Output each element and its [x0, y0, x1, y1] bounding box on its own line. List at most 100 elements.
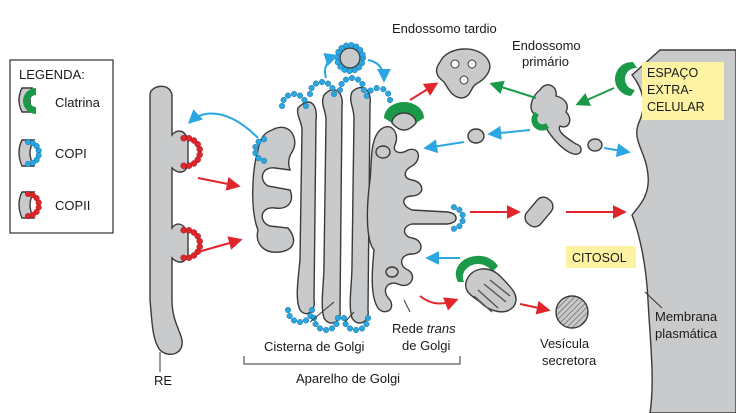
coat-protein-dot	[367, 87, 374, 94]
tgn-vesicle-small	[375, 145, 391, 159]
arrow-endocytosis	[575, 87, 615, 106]
coat-protein-dot	[359, 325, 366, 332]
arrow-to-secretory-vesicle	[519, 300, 551, 315]
coat-protein-dot	[380, 86, 387, 93]
coat-protein-dot	[337, 86, 344, 93]
arrow-er-to-golgi-1	[197, 176, 241, 191]
arrow-er-to-golgi-2	[197, 236, 243, 253]
coat-protein-dot	[323, 327, 330, 334]
recycling-vesicle-2	[587, 138, 603, 152]
coat-protein-dot	[341, 66, 348, 73]
golgi-cisterna-3	[321, 89, 343, 324]
legend-clathrin-label: Clatrina	[55, 95, 101, 110]
coat-protein-dot	[301, 96, 308, 103]
coat-protein-dot	[303, 317, 310, 324]
coat-protein-dot	[185, 254, 193, 261]
coat-protein-dot	[297, 319, 304, 326]
secretory-vesicle	[555, 295, 589, 329]
arrow-recycling-to-membrane	[603, 143, 631, 158]
copii-coat-icon	[18, 190, 42, 219]
cytosol-label: CITOSOL	[572, 251, 627, 265]
golgi-cisterna-2	[296, 101, 317, 315]
early-endosome	[530, 84, 582, 155]
coat-protein-dot	[280, 96, 287, 103]
coat-protein-dot	[450, 225, 457, 232]
coat-protein-dot	[456, 206, 463, 213]
legend-copi-label: COPI	[55, 146, 87, 161]
golgi-bracket	[243, 356, 461, 365]
arrow-endosome-recycling	[487, 125, 531, 140]
recycling-vesicle	[467, 128, 485, 144]
coat-protein-dot	[261, 136, 268, 143]
coat-protein-dot	[196, 146, 203, 153]
secretory-vesicle-label-1: Vesícula	[540, 336, 590, 351]
coat-protein-dot	[196, 238, 203, 245]
membrane-leader-line	[644, 291, 663, 309]
arrow-recycling-to-tgn	[423, 139, 465, 154]
coat-protein-dot	[343, 76, 350, 83]
coat-protein-dot	[261, 157, 268, 164]
arrow-copi-down	[367, 59, 391, 83]
golgi-apparatus-label: Aparelho de Golgi	[296, 371, 400, 386]
arrow-copi-retrograde-er	[187, 109, 259, 139]
coat-protein-dot	[387, 96, 394, 103]
cisterna-leader-1	[309, 301, 335, 323]
coat-protein-dot	[285, 92, 292, 99]
early-endosome-label-1: Endossomo	[512, 38, 581, 53]
coat-protein-dot	[347, 325, 354, 332]
coat-protein-dot	[180, 254, 187, 261]
coat-protein-dot	[361, 86, 368, 93]
late-endosome	[435, 48, 491, 99]
coat-protein-dot	[331, 90, 338, 97]
coat-protein-dot	[194, 156, 201, 163]
arrow-tgn-to-late-endosome	[409, 82, 439, 101]
coat-protein-dot	[308, 84, 315, 91]
tgn-clathrin-vesicle-top	[391, 112, 417, 131]
tgn-clathrin-bud-lower	[455, 255, 498, 282]
extracellular-label-2: EXTRA-	[647, 83, 693, 97]
coat-protein-dot	[180, 162, 187, 170]
coat-protein-dot	[356, 64, 363, 71]
coat-protein-dot	[313, 80, 320, 87]
coat-protein-dot	[359, 80, 366, 87]
coat-protein-dot	[329, 325, 336, 332]
coat-protein-dot	[252, 149, 259, 156]
tgn-vesicle-small-2	[385, 266, 399, 278]
tgn-label-line1: Rede trans	[392, 321, 456, 336]
coat-protein-dot	[355, 76, 362, 83]
transport-arrows	[187, 52, 631, 315]
coat-protein-dot	[255, 138, 262, 145]
coat-protein-dot	[456, 223, 463, 230]
copi-vesicle	[339, 47, 361, 69]
coat-protein-dot	[291, 90, 298, 97]
coat-protein-dot	[459, 217, 466, 224]
coat-protein-dot	[385, 90, 392, 97]
cisterna-leader-2	[344, 311, 355, 323]
tgn-leader-line	[403, 299, 411, 313]
extracellular-label-3: CELULAR	[647, 100, 705, 114]
er-label: RE	[154, 373, 172, 388]
copi-coat-icon	[18, 138, 42, 167]
coat-protein-dot	[459, 211, 466, 218]
coat-protein-dot	[180, 134, 187, 142]
coat-protein-dot	[329, 84, 336, 91]
coat-protein-dot	[337, 63, 344, 70]
early-endosome-label-2: primário	[522, 54, 569, 69]
coat-protein-dot	[252, 143, 259, 150]
tgn-label-line2: de Golgi	[402, 338, 451, 353]
coat-protein-dot	[363, 92, 370, 99]
legend: LEGENDA: Clatrina COPI COPII	[9, 59, 114, 234]
coat-protein-dot	[307, 90, 314, 97]
coat-protein-dot	[353, 43, 360, 50]
coat-protein-dot	[349, 74, 356, 81]
cytosol-highlight	[566, 246, 636, 268]
early-endosome-clathrin	[531, 112, 549, 131]
late-endosome-label: Endossomo tardio	[392, 21, 497, 36]
endoplasmic-reticulum	[149, 85, 189, 356]
coat-protein-dot	[359, 60, 366, 67]
coat-protein-dot	[190, 229, 198, 236]
arrow-copi-up	[323, 52, 339, 79]
coat-protein-dot	[338, 80, 345, 87]
coat-protein-dot	[279, 102, 286, 109]
arrow-tgn-to-immature-vesicle	[419, 295, 459, 311]
